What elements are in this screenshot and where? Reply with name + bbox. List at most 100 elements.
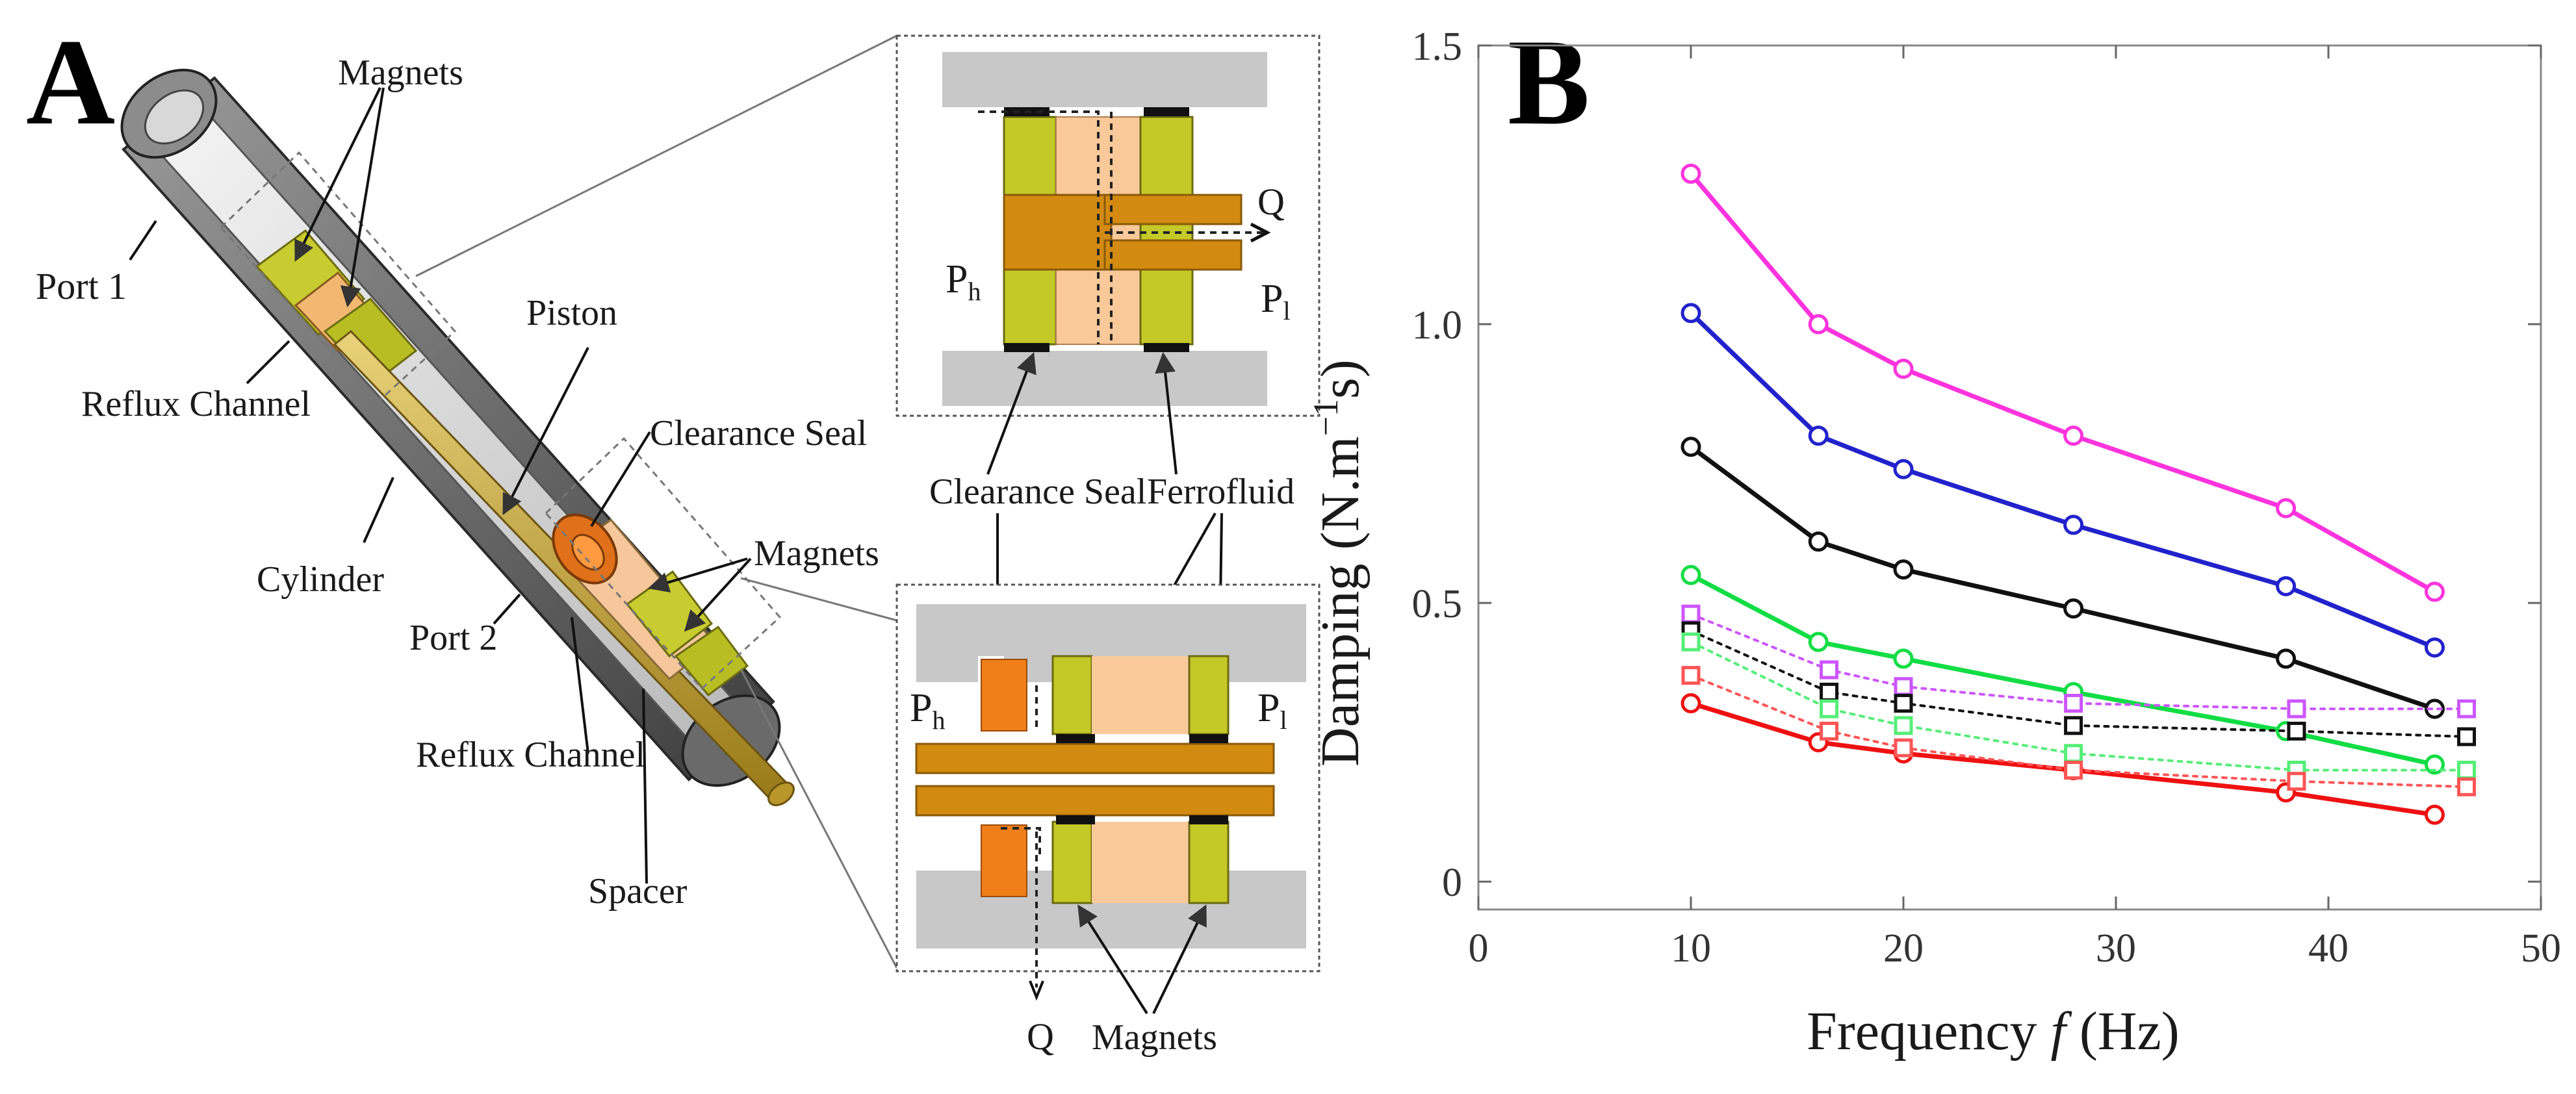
shaft-upper bbox=[915, 743, 1275, 774]
data-point bbox=[2425, 637, 2445, 658]
flow-path-top bbox=[978, 110, 1264, 344]
data-point bbox=[2425, 581, 2445, 602]
data-point bbox=[2063, 598, 2084, 619]
panel-a-letter: A bbox=[26, 14, 115, 151]
series-5 bbox=[1681, 604, 2477, 719]
data-point bbox=[1681, 565, 1701, 585]
seal-orange-bottom bbox=[981, 824, 1027, 897]
rod-end bbox=[767, 782, 795, 806]
data-point bbox=[1820, 682, 1839, 702]
magnet-detail-2 bbox=[1139, 116, 1194, 346]
series-0 bbox=[1681, 163, 2445, 602]
data-point bbox=[1893, 359, 1914, 379]
data-point bbox=[1681, 303, 1701, 324]
flow-arrow-q-bottom bbox=[1029, 980, 1044, 1001]
data-point bbox=[2287, 721, 2306, 741]
x-tick-label: 10 bbox=[1671, 926, 1711, 971]
ph-bottom-main: P bbox=[910, 686, 932, 730]
x-tick-label: 30 bbox=[2096, 926, 2136, 971]
seal-bottom-2 bbox=[1144, 343, 1189, 352]
pl-bottom-main: P bbox=[1257, 686, 1280, 730]
series-line bbox=[1688, 572, 2437, 767]
y-tick-labels: 0 0.5 1.0 1.5 bbox=[1412, 25, 1463, 905]
bottom-magnet-leaders bbox=[1077, 904, 1207, 1015]
series-2 bbox=[1681, 437, 2445, 719]
pl-label-top: Pl bbox=[1261, 277, 1291, 325]
bd-seal-3 bbox=[1056, 815, 1095, 824]
magnet-bd-3 bbox=[1051, 821, 1093, 904]
y-tick-label: 0 bbox=[1442, 861, 1462, 905]
label-magnets-bottom: Magnets bbox=[1092, 1017, 1217, 1058]
detail-top: Q Ph Pl bbox=[895, 34, 1320, 417]
device-cutaway bbox=[120, 34, 898, 969]
data-point bbox=[1681, 693, 1701, 714]
zoom-line-bottom-a bbox=[740, 577, 897, 622]
ph-top-main: P bbox=[946, 257, 968, 301]
series-line bbox=[1688, 171, 2437, 594]
data-point bbox=[2063, 515, 2084, 535]
seal-orange-top bbox=[981, 659, 1027, 731]
data-point bbox=[1681, 437, 1701, 457]
wall-top-upper bbox=[942, 52, 1267, 107]
data-point bbox=[2064, 760, 2083, 780]
ph-label-bottom: Ph bbox=[910, 686, 945, 735]
data-point bbox=[2457, 699, 2477, 719]
magnet-bd-4 bbox=[1188, 821, 1230, 904]
y-tick-label: 1.5 bbox=[1412, 25, 1463, 69]
y-axis-label: Damping (N.m−1s) bbox=[1306, 359, 1371, 767]
data-point bbox=[1681, 666, 1701, 685]
data-point bbox=[1893, 559, 1914, 580]
data-point bbox=[1820, 660, 1839, 680]
y-tick-label: 1.0 bbox=[1412, 303, 1463, 348]
wall-top-lower bbox=[942, 351, 1267, 406]
y-axis-label-main: Damping (N.m bbox=[1310, 436, 1371, 767]
flow-arrow-q-top bbox=[1250, 222, 1271, 243]
series-line bbox=[1690, 613, 2468, 711]
x-axis-label-suffix: (Hz) bbox=[2066, 1001, 2180, 1062]
data-point bbox=[2064, 694, 2083, 713]
data-point bbox=[1820, 699, 1839, 719]
pl-top-main: P bbox=[1261, 277, 1283, 321]
label-magnets-mid: Magnets bbox=[754, 533, 879, 574]
label-port2: Port 2 bbox=[409, 618, 497, 658]
seal-top-2 bbox=[1144, 107, 1189, 116]
data-point bbox=[1681, 604, 1701, 624]
piston-head bbox=[1003, 194, 1113, 271]
series-1 bbox=[1681, 303, 2445, 658]
data-point bbox=[1808, 631, 1829, 652]
flow-path-bottom bbox=[1001, 685, 1041, 987]
pl-bottom-sub: l bbox=[1280, 706, 1287, 735]
series-3 bbox=[1681, 565, 2445, 775]
q-label-bottom: Q bbox=[1027, 1015, 1054, 1058]
ph-bottom-sub: h bbox=[932, 706, 945, 735]
data-point bbox=[2457, 760, 2477, 780]
data-point bbox=[2276, 648, 2297, 669]
panel-b-letter: B bbox=[1508, 14, 1590, 151]
data-point bbox=[1894, 694, 1913, 713]
ferrofluid-bd-top bbox=[1092, 656, 1189, 734]
y-tick-label: 0.5 bbox=[1412, 582, 1463, 626]
bd-seal-1 bbox=[1056, 734, 1095, 743]
data-point bbox=[2425, 804, 2445, 825]
data-point bbox=[2457, 727, 2477, 746]
bd-seal-4 bbox=[1189, 815, 1228, 824]
y-axis-label-sup: −1 bbox=[1306, 399, 1345, 436]
data-point bbox=[1894, 677, 1913, 696]
ferrofluid-bd-bottom bbox=[1092, 822, 1189, 903]
data-point bbox=[1893, 648, 1914, 669]
data-point bbox=[1894, 738, 1913, 757]
piston-rod-upper bbox=[1103, 194, 1243, 225]
detail-bottom: Ph Pl Q Magnets bbox=[895, 583, 1320, 1058]
x-tick-label: 20 bbox=[1883, 926, 1924, 971]
data-point bbox=[2276, 498, 2297, 518]
plot-frame bbox=[1477, 44, 2542, 911]
pl-top-sub: l bbox=[1283, 296, 1290, 325]
data-point bbox=[1681, 632, 1701, 652]
magnet-bd-1 bbox=[1051, 655, 1093, 735]
seal-bottom-1 bbox=[1004, 343, 1050, 352]
data-point bbox=[1820, 721, 1839, 741]
x-tick-label: 50 bbox=[2521, 926, 2561, 971]
label-clearance-seal-middle: Clearance Seal bbox=[929, 472, 1146, 512]
